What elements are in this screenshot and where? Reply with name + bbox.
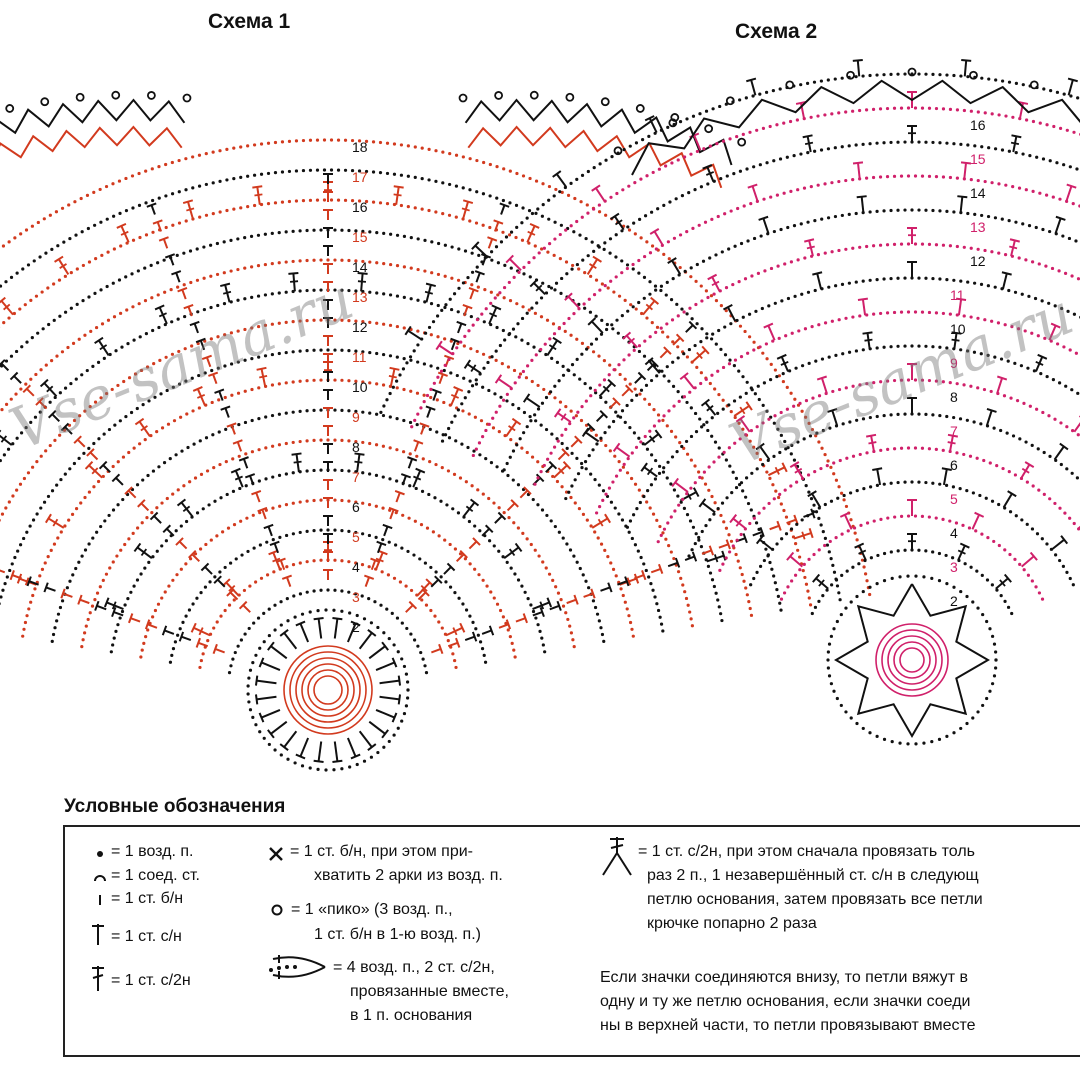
diagram-2-row-label: 8 (950, 389, 958, 405)
legend-x-line2: хватить 2 арки из возд. п. (314, 867, 503, 884)
diagram-2-row-label: 16 (970, 117, 986, 133)
sc-join-arches-icon (269, 847, 283, 861)
legend-note-line2: одну и ту же петлю основания, если значк… (600, 993, 971, 1010)
diagram-2-row-label: 9 (950, 355, 958, 371)
diagram-2-row-label: 6 (950, 457, 958, 473)
diagram-1-row-label: 7 (352, 469, 360, 485)
legend-x-line1: = 1 ст. б/н, при этом при- (290, 843, 473, 860)
diagram-1-row-label: 5 (352, 529, 360, 545)
diagram-1-fan (0, 138, 872, 675)
diagram-1-center-ring (246, 608, 410, 772)
diagram-1-row-label: 6 (352, 499, 360, 515)
legend-sc-text: = 1 ст. б/н (111, 890, 184, 907)
diagram-1-row-label: 18 (352, 139, 368, 155)
legend-dec-line3: петлю основания, затем провязать все пет… (647, 891, 983, 908)
legend-cluster-line2: провязанные вместе, (350, 983, 509, 1000)
diagram-2-row-label: 13 (970, 219, 986, 235)
dc-decrease-icon (602, 837, 632, 876)
diagram-1-row-label: 12 (352, 319, 368, 335)
diagram-1-row-label: 2 (352, 619, 360, 635)
diagram-1-row-label: 3 (352, 589, 360, 605)
legend-slip-text: = 1 соед. ст. (111, 867, 200, 884)
legend-chain-text: = 1 возд. п. (111, 843, 194, 860)
legend-box: = 1 возд. п. = 1 соед. ст. = 1 ст. б/н =… (63, 825, 1080, 1057)
legend-dc-text: = 1 ст. с/2н (111, 972, 191, 989)
half-double-crochet-icon (92, 924, 104, 945)
diagram-1-row-label: 11 (352, 349, 367, 365)
diagram-1: 2 3 4 5 6 7 8 9 10 11 12 13 14 15 16 17 18 (0, 90, 872, 772)
legend-dec-line1: = 1 ст. с/2н, при этом сначала провязать… (638, 843, 975, 860)
picot-icon (271, 904, 283, 916)
cluster-icon (269, 955, 326, 979)
diagram-1-row-label: 4 (352, 559, 360, 575)
diagram-1-row-label: 17 (352, 169, 368, 185)
legend-cluster-line3: в 1 п. основания (350, 1007, 473, 1024)
diagram-1-row-label: 15 (352, 229, 368, 245)
diagram-2-row-label: 14 (970, 185, 986, 201)
diagram-1-row-label: 13 (352, 289, 368, 305)
diagram-2-row-label: 12 (970, 253, 986, 269)
diagram-1-row-label: 10 (352, 379, 368, 395)
diagram-2-row-label: 3 (950, 559, 958, 575)
diagram-1-title: Схема 1 (208, 10, 291, 33)
legend-dec-line2: раз 2 п., 1 незавершённый ст. с/н в след… (647, 867, 979, 884)
legend-cluster-line1: = 4 возд. п., 2 ст. с/2н, (333, 959, 495, 976)
diagram-2: 2 3 4 5 6 7 8 9 10 11 12 13 14 15 16 (379, 58, 1080, 746)
legend-hdc-text: = 1 ст. с/н (111, 928, 182, 945)
diagram-1-row-label: 16 (352, 199, 368, 215)
diagram-2-row-label: 7 (950, 423, 958, 439)
diagram-2-row-labels: 2 3 4 5 6 7 8 9 10 11 12 13 14 15 16 (950, 117, 986, 609)
diagram-2-fan (379, 58, 1080, 616)
diagram-2-row-label: 10 (950, 321, 966, 337)
double-crochet-icon (92, 966, 104, 991)
slip-stitch-icon (94, 875, 106, 882)
diagram-1-row-label: 9 (352, 409, 360, 425)
diagram-1-row-labels: 2 3 4 5 6 7 8 9 10 11 12 13 14 15 16 17 18 (352, 139, 368, 635)
single-crochet-icon (99, 895, 101, 905)
legend-picot-line1: = 1 «пико» (3 возд. п., (291, 901, 453, 918)
diagram-2-row-label: 4 (950, 525, 958, 541)
diagram-2-title: Схема 2 (735, 20, 818, 43)
chain-stitch-icon (97, 851, 103, 857)
legend-note-line1: Если значки соединяются внизу, то петли … (600, 969, 969, 986)
legend-note-line3: ны в верхней части, то петли провязывают… (600, 1017, 976, 1034)
diagram-2-row-label: 15 (970, 151, 986, 167)
crochet-diagrams: 2 3 4 5 6 7 8 9 10 11 12 13 14 15 16 17 18 2 3 4 5 6 7 8 9 10 11 12… (0, 58, 1080, 772)
legend-title: Условные обозначения (64, 796, 286, 817)
diagram-2-row-label: 11 (950, 287, 965, 303)
legend-picot-line2: 1 ст. б/н в 1-ю возд. п.) (314, 926, 481, 943)
diagram-2-edging (613, 67, 1080, 176)
diagram-2-center-ring (826, 574, 998, 746)
diagram-2-row-label: 2 (950, 593, 958, 609)
diagram-1-row-label: 14 (352, 259, 368, 275)
diagram-1-ribs (0, 173, 816, 654)
diagram-2-row-label: 5 (950, 491, 958, 507)
legend-dec-line4: крючке попарно 2 раза (647, 915, 817, 932)
diagram-1-row-label: 8 (352, 439, 360, 455)
